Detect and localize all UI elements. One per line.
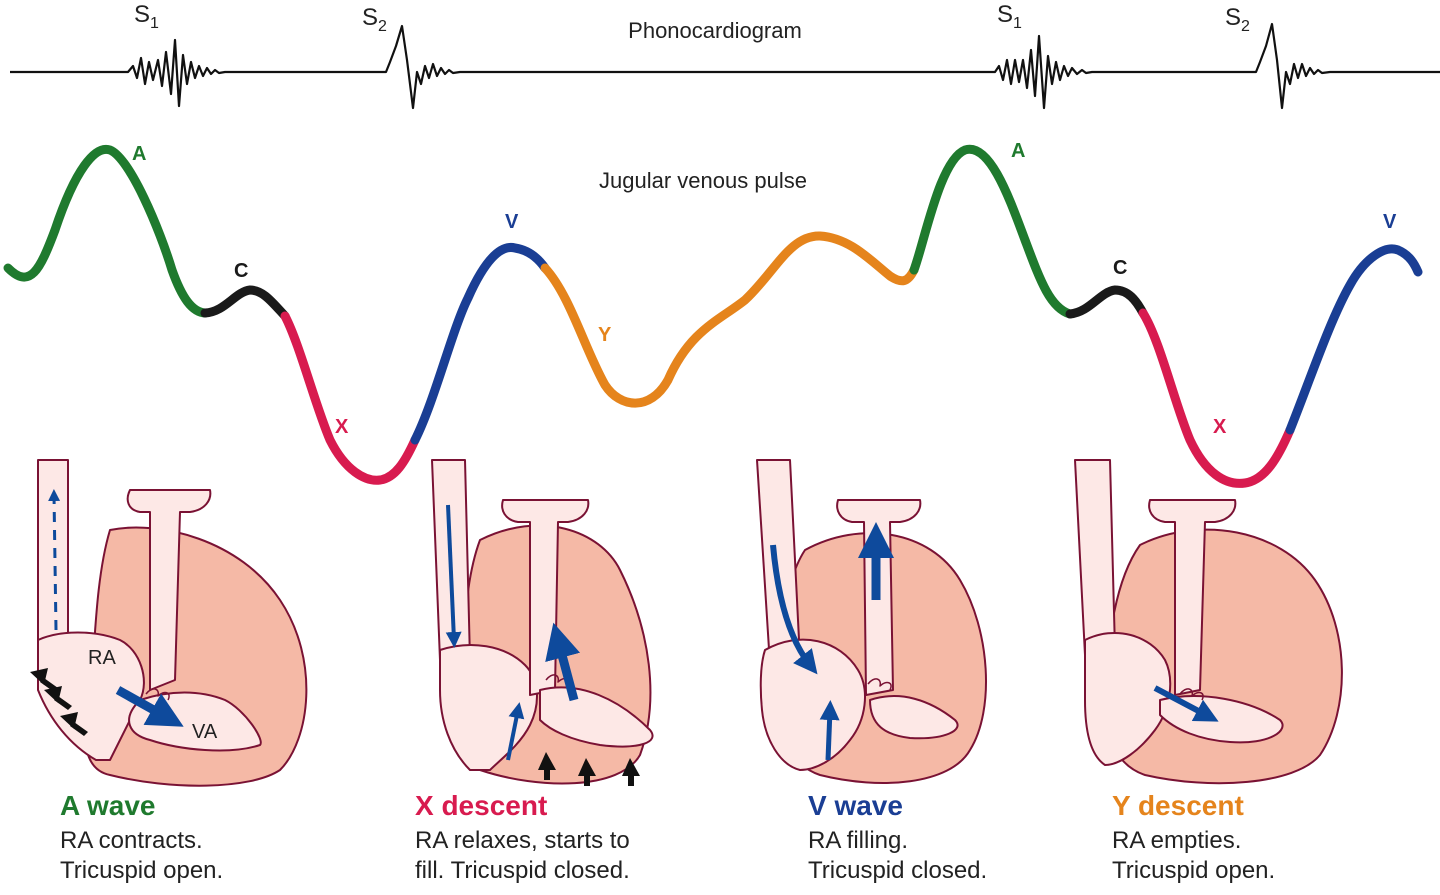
caption-line: RA empties.	[1112, 827, 1242, 854]
caption-x-descent: X descent RA relaxes, starts to fill. Tr…	[415, 790, 630, 886]
flow-arrow-atrium-up	[506, 702, 525, 761]
jvp-v-wave-right	[1285, 244, 1423, 435]
phonocardiogram-title: Phonocardiogram	[628, 18, 802, 43]
phonocardiogram-trace	[10, 22, 1440, 110]
flow-arrow-dashed	[48, 489, 61, 631]
flow-arrow-atrium-up	[819, 700, 840, 761]
jugular-vein	[1074, 459, 1116, 656]
caption-line: RA contracts.	[60, 827, 203, 854]
caption-line: Tricuspid open.	[60, 857, 224, 884]
jvp-label-x-right: X	[1213, 416, 1227, 438]
svg-text:S: S	[1225, 4, 1241, 31]
jvp-label-c-left: C	[234, 260, 248, 282]
jvp-c-wave-right	[1065, 285, 1148, 319]
s2-label-right: S 2	[1225, 4, 1250, 35]
caption-line: fill. Tricuspid closed.	[415, 857, 630, 884]
jvp-title: Jugular venous pulse	[599, 168, 807, 193]
caption-line: RA relaxes, starts to	[415, 827, 630, 854]
caption-title: Y descent	[1112, 790, 1244, 821]
contraction-arrows	[30, 668, 88, 736]
jvp-y-descent	[540, 231, 919, 408]
svg-text:1: 1	[1013, 15, 1022, 32]
tricuspid-valve	[867, 678, 892, 691]
jvp-label-x-left: X	[335, 416, 349, 438]
heart-v-wave	[756, 459, 988, 784]
relaxation-arrows	[538, 752, 640, 786]
caption-title: A wave	[60, 790, 156, 821]
caption-line: Tricuspid closed.	[808, 857, 988, 884]
jvp-label-v-left: V	[505, 211, 519, 233]
svg-text:S: S	[362, 4, 378, 31]
right-ventricle	[539, 686, 654, 748]
jvp-v-wave-left	[410, 242, 550, 445]
svg-text:2: 2	[1241, 18, 1250, 35]
jvp-x-descent-left	[280, 311, 420, 485]
heart-y-descent	[1074, 459, 1343, 785]
s2-label-left: S 2	[362, 4, 387, 35]
flow-arrow-ra-to-va	[1153, 685, 1219, 722]
flow-arrow-vein-down	[770, 544, 818, 675]
s1-label-right: S 1	[997, 1, 1022, 32]
jvp-label-c-right: C	[1113, 257, 1127, 279]
heart-x-descent	[431, 459, 654, 785]
caption-line: RA filling.	[808, 827, 909, 854]
jvp-label-v-right: V	[1383, 211, 1397, 233]
s1-label-left: S 1	[134, 1, 159, 32]
flow-arrow-ventricle-up	[545, 622, 581, 702]
aorta-trunk	[1148, 499, 1237, 696]
jvp-label-y: Y	[598, 324, 612, 346]
jvp-a-wave-left	[3, 144, 210, 318]
caption-title: X descent	[415, 790, 548, 821]
svg-text:2: 2	[378, 18, 387, 35]
right-ventricle	[869, 695, 959, 740]
svg-text:S: S	[997, 1, 1013, 28]
flow-arrow-vein-down	[445, 504, 462, 648]
caption-y-descent: Y descent RA empties. Tricuspid open.	[1112, 790, 1275, 886]
jvp-a-wave-right	[909, 144, 1075, 319]
svg-text:S: S	[134, 1, 150, 28]
caption-title: V wave	[808, 790, 903, 821]
right-atrium	[1084, 631, 1172, 766]
label-ra: RA	[88, 647, 116, 669]
heart-a-wave	[37, 459, 308, 787]
caption-a-wave: A wave RA contracts. Tricuspid open.	[60, 790, 223, 886]
flow-arrow-ra-to-va	[115, 686, 184, 727]
jvp-label-a-right: A	[1011, 140, 1025, 162]
caption-v-wave: V wave RA filling. Tricuspid closed.	[808, 790, 987, 886]
jvp-label-a-left: A	[132, 143, 146, 165]
label-va: VA	[192, 721, 218, 743]
caption-line: Tricuspid open.	[1112, 857, 1276, 884]
right-atrium	[759, 638, 866, 771]
svg-text:1: 1	[150, 15, 159, 32]
jvp-c-wave-left	[200, 285, 290, 321]
jvp-x-descent-right	[1138, 308, 1295, 488]
aorta-trunk	[126, 489, 212, 691]
tricuspid-valve	[1179, 688, 1204, 701]
